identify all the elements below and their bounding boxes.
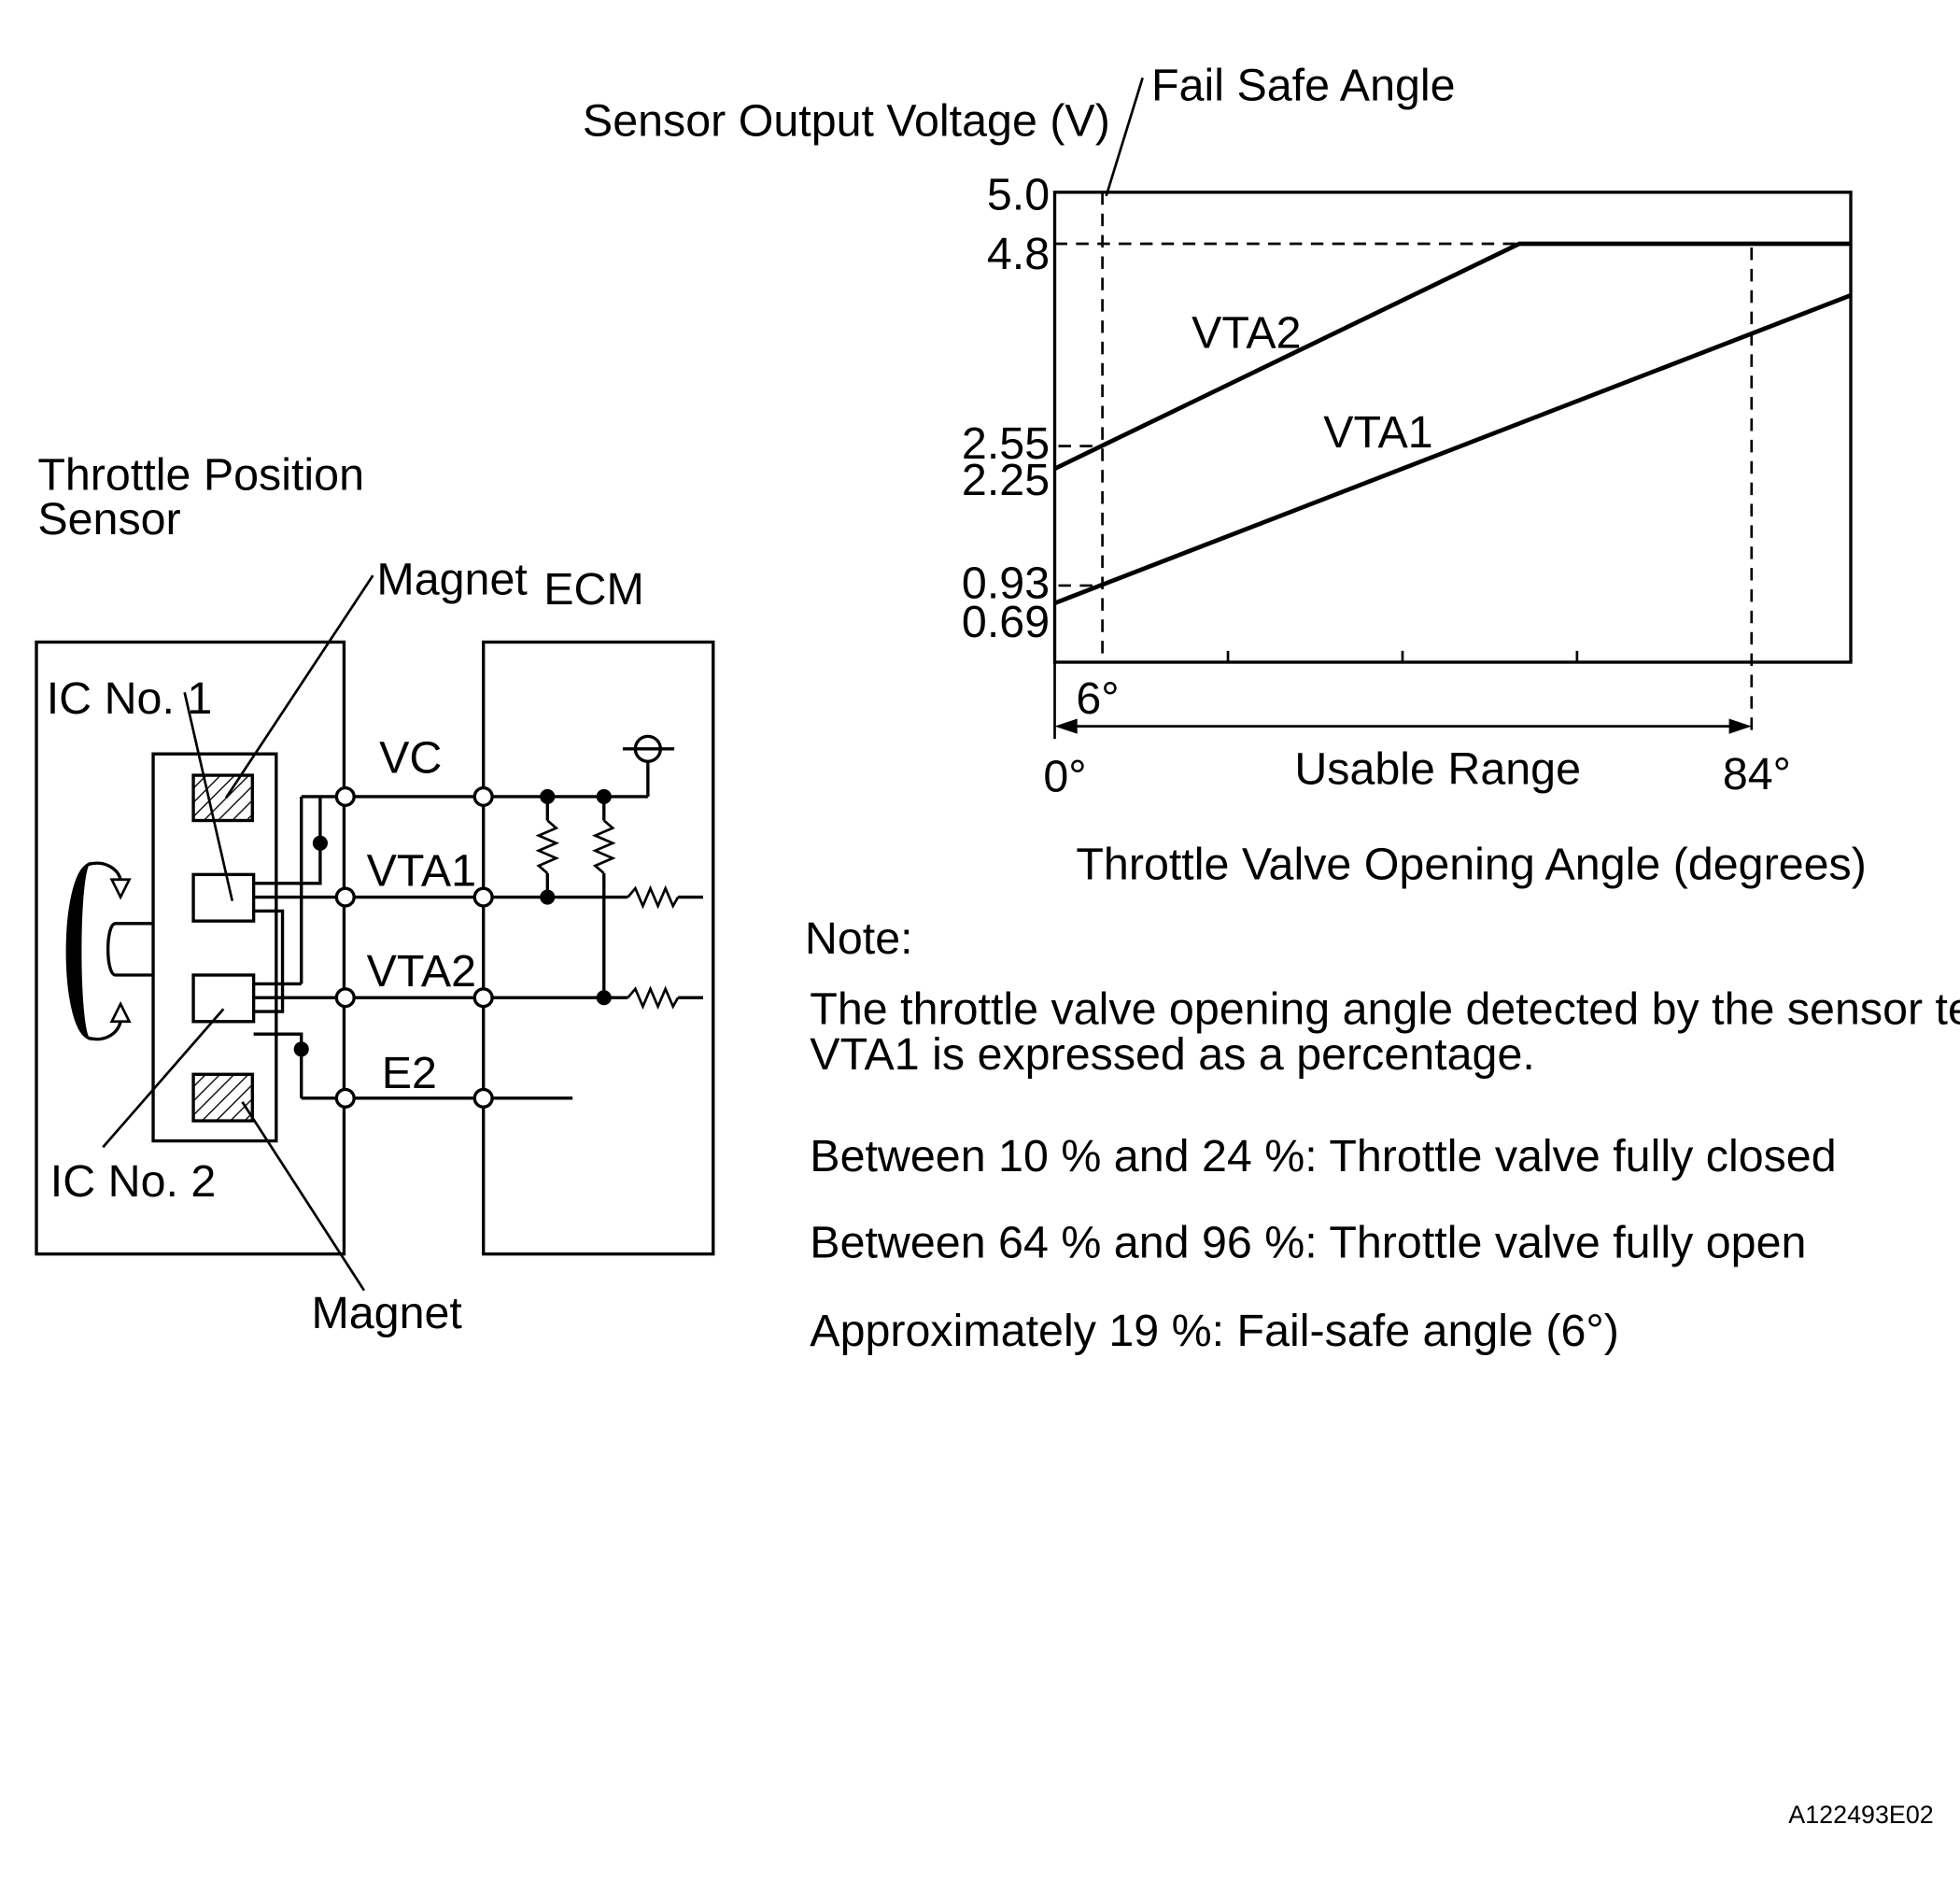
- y-tick-2-55: 2.55: [962, 418, 1050, 469]
- magnet-bottom-label: Magnet: [311, 1288, 462, 1338]
- series-resistor-vta1: [627, 884, 680, 910]
- y-tick-0-69: 0.69: [962, 597, 1050, 647]
- magnet-top-leader: [224, 574, 374, 799]
- magnet-top-label: Magnet: [376, 554, 528, 604]
- series-resistor-vta2: [627, 985, 680, 1011]
- pullup-resistor-vta1: [535, 819, 560, 875]
- note-block: Note: The throttle valve opening angle d…: [805, 913, 1960, 1356]
- fail-safe-angle-label: Fail Safe Angle: [1151, 61, 1456, 111]
- usable-range-arrowhead-right: [1728, 718, 1752, 734]
- supply-terminal-icon: [622, 734, 675, 763]
- y-tick-0-93: 0.93: [962, 558, 1050, 608]
- y-tick-4-8: 4.8: [987, 229, 1050, 279]
- circuit-diagram: Throttle Position Sensor Magnet ECM IC N…: [35, 450, 715, 1338]
- y-tick-2-25: 2.25: [962, 455, 1050, 505]
- note-heading: Note:: [805, 913, 913, 964]
- figure-code: A122493E02: [1788, 1801, 1933, 1829]
- terminal-e2-label: E2: [382, 1048, 437, 1098]
- ic1-label: IC No. 1: [47, 673, 213, 724]
- terminal-vc-label: VC: [379, 732, 442, 783]
- note-fail-safe: Approximately 19 %: Fail-safe angle (6°): [810, 1306, 1619, 1356]
- x-axis-ticks: [1226, 650, 1579, 663]
- x-label-fail-safe: 6°: [1076, 673, 1119, 724]
- sensor-box: [35, 640, 346, 1256]
- sensor-title-line1: Throttle Position: [37, 450, 364, 501]
- connector-terminals: [334, 785, 494, 1109]
- x-label-end: 84°: [1723, 749, 1791, 799]
- note-fully-closed: Between 10 % and 24 %: Throttle valve fu…: [810, 1131, 1836, 1181]
- graph-xlabel: Throttle Valve Opening Angle (degrees): [1076, 840, 1866, 890]
- magnet-bottom: [191, 1072, 254, 1123]
- ic1-leader: [183, 691, 234, 901]
- note-fully-open: Between 64 % and 96 %: Throttle valve fu…: [810, 1218, 1806, 1268]
- graph-ylabel: Sensor Output Voltage (V): [583, 95, 1110, 146]
- terminal-vta2-label: VTA2: [367, 946, 476, 997]
- ic2-label: IC No. 2: [50, 1156, 217, 1207]
- note-line1: The throttle valve opening angle detecte…: [810, 983, 1960, 1034]
- y-tick-5-0: 5.0: [987, 170, 1050, 220]
- circuit-wires: [253, 761, 704, 1100]
- usable-range-arrowhead-left: [1054, 718, 1078, 734]
- ic2-leader: [102, 1008, 225, 1149]
- x-label-zero: 0°: [1043, 752, 1086, 802]
- fail-safe-leader: [1105, 78, 1144, 197]
- graph-frame: [1052, 191, 1853, 664]
- terminal-vta1-label: VTA1: [367, 845, 476, 896]
- junction-dots: [293, 788, 612, 1057]
- ecm-box: [482, 640, 715, 1256]
- vta2-series-label: VTA2: [1192, 308, 1301, 359]
- magnet-top: [191, 773, 254, 823]
- usable-range-label: Usable Range: [1294, 743, 1581, 794]
- magnet-bottom-leader: [241, 1101, 366, 1292]
- ic-no-2: [191, 973, 256, 1024]
- output-voltage-graph: Sensor Output Voltage (V) Fail Safe Angl…: [583, 61, 1867, 890]
- rotation-shaft-icon: [65, 861, 154, 1041]
- vta2-line: [1053, 241, 1852, 471]
- vta1-series-label: VTA1: [1323, 407, 1432, 458]
- note-line2: VTA1 is expressed as a percentage.: [810, 1029, 1535, 1080]
- vta1-line: [1053, 292, 1852, 605]
- ic-no-1: [191, 872, 256, 923]
- pullup-resistor-vta2: [591, 819, 616, 875]
- sensor-title-line2: Sensor: [37, 494, 180, 544]
- sensor-carrier: [151, 752, 278, 1143]
- ecm-label: ECM: [543, 564, 644, 615]
